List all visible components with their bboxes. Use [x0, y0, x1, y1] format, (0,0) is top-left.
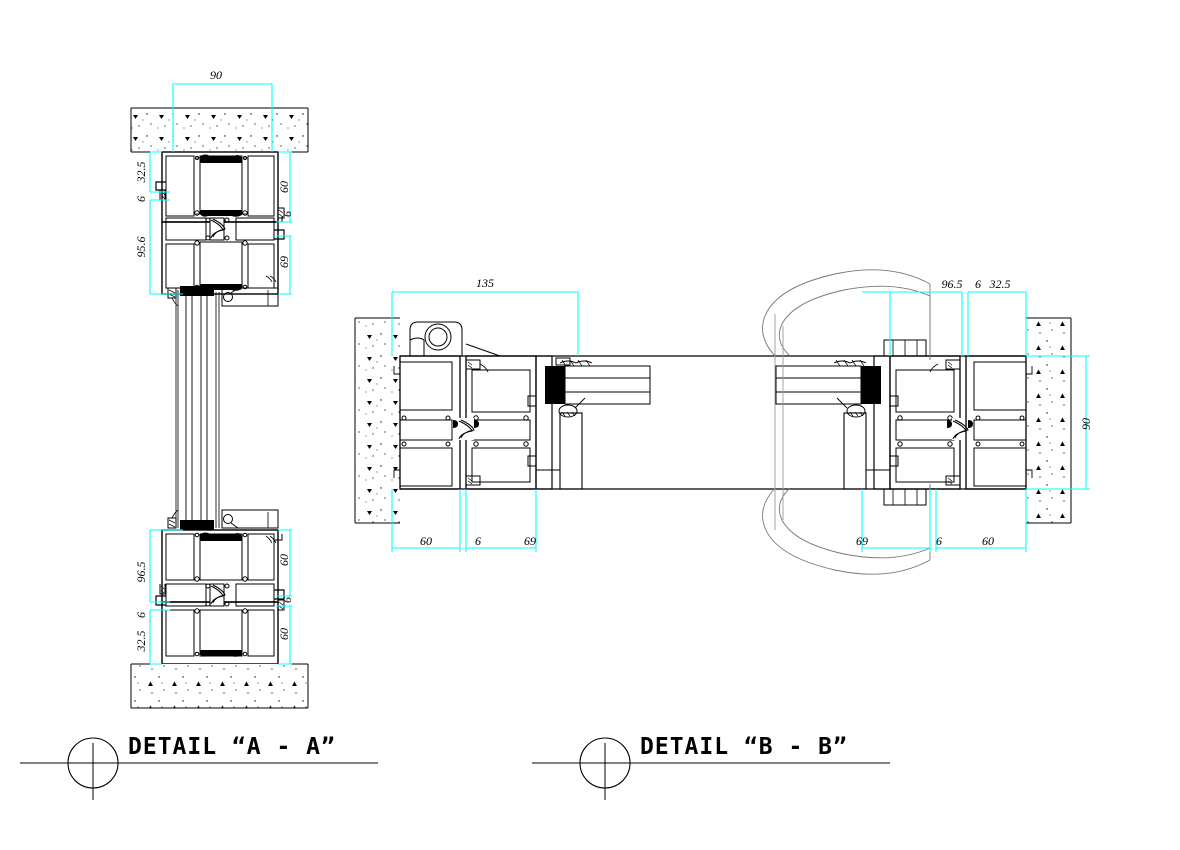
detail-b-b-group: 135 60 6 69 69 6 60 96.5 6 32.5 90 — [354, 269, 1093, 575]
concrete-hatch-right-wall — [1026, 317, 1072, 524]
b-left-sash-profile — [453, 355, 537, 490]
dim-6-lower-left: 6 — [134, 612, 148, 618]
b-anchor-plates — [883, 339, 927, 506]
dimensions-detail-b — [391, 291, 1090, 552]
dimension-labels-detail-a: 90 32.5 6 95.6 60 6 69 96.5 6 32.5 60 6 … — [134, 68, 294, 653]
dim-32-5-lower-left: 32.5 — [134, 631, 148, 653]
concrete-hatch-top — [130, 107, 309, 153]
b-centre-right-stile — [775, 355, 899, 490]
concrete-hatch-bottom — [130, 663, 309, 709]
dim-69-b-bottom-right: 69 — [856, 534, 868, 548]
dim-69-b-bottom-left: 69 — [524, 534, 536, 548]
title-block-detail-a: DETAIL “A - A” — [20, 734, 378, 800]
dim-6-b-bottom-right: 6 — [936, 534, 942, 548]
dim-6-b-top: 6 — [975, 277, 981, 291]
dim-69-upper-right: 69 — [277, 256, 291, 268]
b-right-sash-profile — [889, 355, 973, 490]
dim-95-6: 95.6 — [134, 237, 148, 258]
dim-90-b-right: 90 — [1079, 418, 1093, 430]
title-block-detail-b: DETAIL “B - B” — [532, 734, 890, 800]
dim-6-lower-right: 6 — [280, 597, 294, 603]
detail-a-a-group: 90 32.5 6 95.6 60 6 69 96.5 6 32.5 60 6 … — [130, 68, 309, 709]
concrete-hatch-left-wall — [354, 317, 400, 524]
dim-6-upper-left: 6 — [134, 196, 148, 202]
dim-60-lower-right: 60 — [277, 554, 291, 566]
dim-60-b-bottom-right: 60 — [982, 534, 994, 548]
dim-60-lower-right-2: 60 — [277, 628, 291, 640]
door-handle-outline — [762, 269, 931, 575]
glazing-panel — [167, 286, 279, 530]
dim-60-b-bottom-left: 60 — [420, 534, 432, 548]
upper-frame-profile — [155, 151, 285, 295]
dim-60-upper-right: 60 — [277, 181, 291, 193]
section-outline-b — [400, 355, 1026, 490]
dim-96-5-b-top: 96.5 — [942, 277, 963, 291]
b-centre-left-stile — [527, 355, 651, 490]
dim-135: 135 — [476, 276, 494, 290]
dim-90-top: 90 — [210, 68, 222, 82]
dimensions-detail-a — [149, 83, 292, 665]
b-right-frame-profile — [965, 355, 1033, 490]
dim-6-upper-right: 6 — [280, 211, 294, 217]
detail-a-title: DETAIL “A - A” — [128, 734, 336, 760]
b-left-frame-profile — [393, 321, 501, 490]
detail-b-title: DETAIL “B - B” — [640, 734, 848, 760]
dim-96-5-lower-left: 96.5 — [134, 562, 148, 583]
lower-frame-profile — [155, 529, 285, 665]
dimension-labels-detail-b: 135 60 6 69 69 6 60 96.5 6 32.5 90 — [420, 276, 1093, 548]
dim-32-5-upper-left: 32.5 — [134, 162, 148, 184]
dim-6-b-bottom-left: 6 — [475, 534, 481, 548]
dim-32-5-b-top: 32.5 — [989, 277, 1011, 291]
